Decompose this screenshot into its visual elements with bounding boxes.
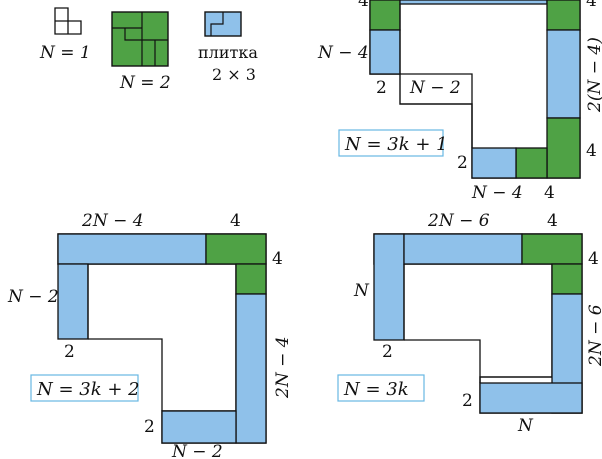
label-bottom-2: 2 — [144, 417, 155, 437]
equation-3k-plus-2: N = 3k + 2 — [36, 379, 140, 400]
label-top-left-4: 4 — [358, 0, 369, 11]
label-inner-2: 2 — [382, 342, 393, 362]
label-left-n-minus-2: N − 2 — [7, 287, 59, 307]
label-inner-left-2: 2 — [376, 78, 387, 98]
label-right-top-4: 4 — [588, 249, 599, 269]
label-right-2n-minus-4: 2N − 4 — [273, 336, 293, 399]
label-right-2n-minus-4: 2(N − 4) — [585, 37, 602, 113]
label-bottom-n-minus-4: N − 4 — [471, 183, 523, 203]
figure-3k: 2N − 6 4 4 N 2 2N − 6 2 N N = 3k — [337, 211, 602, 436]
label-bottom-n: N — [517, 416, 534, 436]
green-tile-icon — [111, 11, 169, 67]
tromino-outline-icon — [54, 7, 82, 35]
label-top-right-4: 4 — [230, 211, 241, 231]
label-bottom-2: 2 — [462, 391, 473, 411]
equation-3k: N = 3k — [343, 379, 409, 400]
label-bottom-4: 4 — [544, 183, 555, 203]
label-top-right-4: 4 — [547, 211, 558, 231]
label-bottom-right-4: 4 — [586, 141, 597, 161]
legend-n2-label: N = 2 — [119, 73, 171, 93]
label-top-right-4: 4 — [586, 0, 597, 11]
label-right-top-4: 4 — [272, 249, 283, 269]
legend: N = 1 N = 2 плитка 2 × 3 — [39, 7, 258, 93]
tile-caption-line1: плитка — [198, 43, 258, 62]
legend-n1-label: N = 1 — [39, 43, 91, 63]
figure-3k-plus-2: 2N − 4 4 4 N − 2 2 2N − 4 2 N − 2 N = 3k… — [7, 211, 293, 459]
label-left-n-minus-4: N − 4 — [317, 43, 369, 63]
figure-3k-plus-1: 4 4 N − 4 2 N − 2 2(N − 4) 4 2 N − 4 4 N… — [317, 0, 602, 203]
label-inner-2: 2 — [64, 342, 75, 362]
label-top-2n-minus-4: 2N − 4 — [81, 211, 144, 231]
label-bottom-n-minus-2: N − 2 — [171, 442, 223, 459]
label-top-2n-minus-6: 2N − 6 — [427, 211, 490, 231]
label-right-2n-minus-6: 2N − 6 — [586, 304, 602, 367]
label-bottom-left-2: 2 — [457, 153, 468, 173]
tile-caption-line2: 2 × 3 — [212, 65, 256, 84]
label-left-n: N — [353, 281, 370, 301]
label-inner-bottom-n-minus-2: N − 2 — [409, 78, 461, 98]
tile-2x3-icon — [204, 11, 242, 37]
equation-3k-plus-1: N = 3k + 1 — [344, 134, 448, 155]
